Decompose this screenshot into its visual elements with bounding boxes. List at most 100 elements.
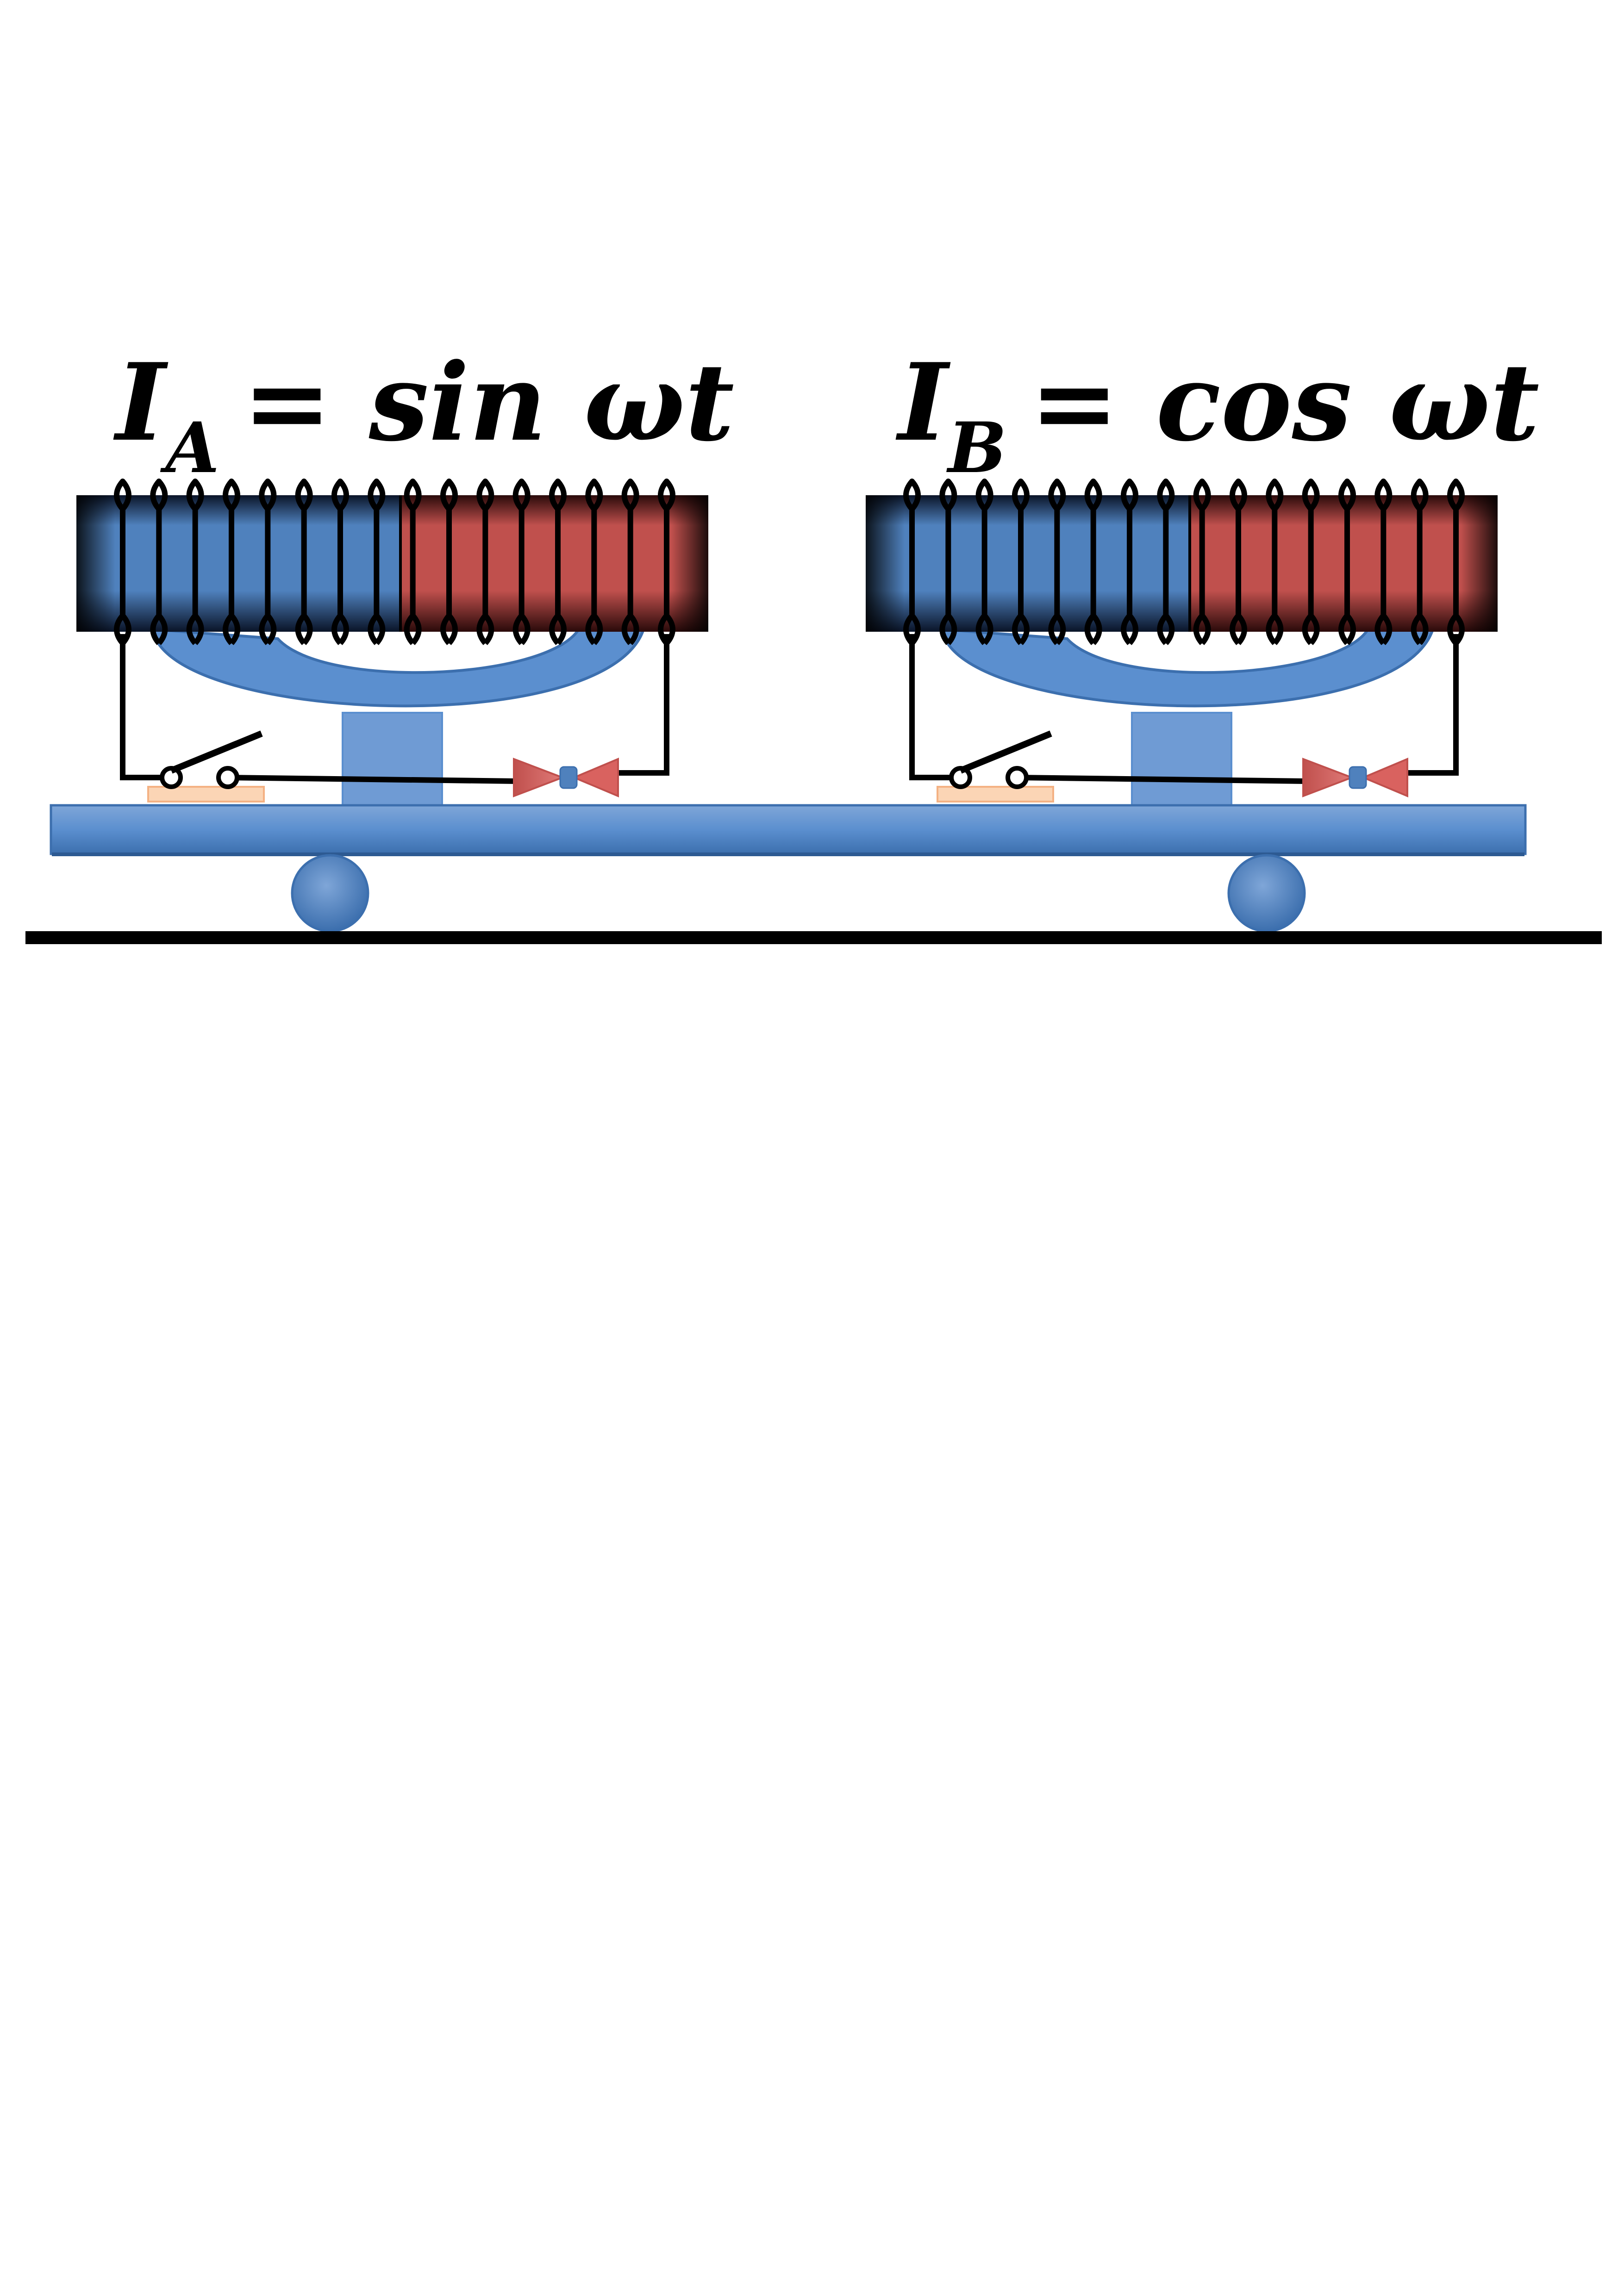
- coil-winding-loop-bottom: [265, 614, 277, 645]
- coil-winding-loop-bottom: [1163, 614, 1175, 645]
- coil-winding-loop-bottom: [592, 614, 603, 645]
- coil-winding-turn: [1374, 479, 1393, 645]
- equation-b-rhs: = cos ωt: [1030, 340, 1539, 465]
- coil-winding-turn: [585, 479, 603, 645]
- electromagnet-unit-b: [866, 479, 1498, 806]
- coil-winding-turn: [1338, 479, 1356, 645]
- coil-winding-loop-bottom: [1199, 614, 1211, 645]
- ground-line: [25, 931, 1602, 944]
- coil-winding-turn: [1084, 479, 1102, 645]
- wheel-right: [1227, 854, 1306, 933]
- coil-winding-turn: [512, 479, 531, 645]
- coil-winding-loop-bottom: [193, 614, 204, 645]
- yoke-stand: [1131, 712, 1232, 806]
- coil-winding-loop-bottom: [156, 614, 168, 645]
- coil-winding-turn: [440, 479, 458, 645]
- coil-winding-loop-bottom: [301, 614, 313, 645]
- u-yoke: [940, 628, 1435, 708]
- coil-winding-turn: [1230, 479, 1247, 645]
- coil-winding-turn: [621, 479, 639, 645]
- coil-windings: [903, 479, 1465, 645]
- switch-lever: [959, 730, 1052, 774]
- equation-b-subscript: B: [946, 407, 1007, 489]
- coil-winding-loop-bottom: [410, 614, 422, 645]
- bowtie-center: [1349, 766, 1367, 789]
- equation-a: IA = sin ωt: [113, 340, 734, 489]
- circuit-wire-bottom: [1017, 775, 1308, 784]
- wheel-left: [291, 854, 369, 933]
- bowtie-left: [513, 758, 565, 797]
- switch-terminal-right: [216, 766, 239, 789]
- coil-winding-turn: [1266, 479, 1284, 645]
- coil-winding-loop-bottom: [1308, 614, 1320, 645]
- equation-a-symbol: I: [113, 340, 169, 465]
- coil-winding-turn: [476, 479, 494, 645]
- circuit-wire-left: [909, 634, 961, 780]
- coil-winding-loop-bottom: [1236, 614, 1247, 645]
- cart-platform: [50, 804, 1527, 855]
- equation-a-subscript: A: [160, 407, 219, 489]
- coil-winding-turn: [295, 479, 313, 645]
- bowtie-center: [559, 766, 578, 789]
- coil-winding-turn: [1302, 479, 1320, 645]
- equation-b: IB = cos ωt: [895, 340, 1539, 489]
- circuit-wire-right: [616, 634, 669, 776]
- coil-winding-turn: [658, 479, 675, 645]
- switch-lever: [170, 730, 263, 774]
- coil-winding-turn: [903, 479, 921, 645]
- electromagnet-unit-a: [76, 479, 708, 806]
- coil-winding-loop-bottom: [229, 614, 240, 645]
- coil-winding-turn: [186, 479, 204, 645]
- coil-winding-loop-bottom: [1345, 614, 1356, 645]
- coil-winding-turn: [1121, 479, 1138, 645]
- coil-winding-loop-bottom: [628, 614, 639, 645]
- coil-winding-loop-bottom: [483, 614, 494, 645]
- coil-winding-loop-bottom: [982, 614, 993, 645]
- coil-winding-turn: [114, 479, 131, 645]
- equation-a-rhs: = sin ωt: [243, 340, 734, 465]
- coil-left-shade: [76, 495, 400, 632]
- coil-winding-turn: [404, 479, 422, 645]
- bowtie-left: [1302, 758, 1355, 797]
- coil-winding-loop-bottom: [1381, 614, 1393, 645]
- coil-winding-turn: [1048, 479, 1066, 645]
- coil-winding-loop-bottom: [1417, 614, 1429, 645]
- coil-winding-turn: [331, 479, 349, 645]
- equation-b-symbol: I: [895, 340, 951, 465]
- coil-winding-turn: [975, 479, 993, 645]
- coil-winding-loop-bottom: [1055, 614, 1066, 645]
- circuit-wire-right: [1405, 634, 1459, 776]
- coil-winding-turn: [259, 479, 277, 645]
- u-yoke: [151, 628, 646, 708]
- coil-winding-loop-bottom: [338, 614, 349, 645]
- coil-winding-turn: [1157, 479, 1175, 645]
- coil-winding-loop-bottom: [1127, 614, 1138, 645]
- coil-winding-turn: [1411, 479, 1429, 645]
- coil-winding-turn: [1193, 479, 1211, 645]
- coil-winding-loop-bottom: [519, 614, 531, 645]
- switch-pad: [937, 786, 1054, 803]
- coil-winding-loop-bottom: [1091, 614, 1102, 645]
- coil-winding-loop-bottom: [374, 614, 386, 645]
- coil-winding-loop-bottom: [946, 614, 957, 645]
- coil-winding-loop-bottom: [1272, 614, 1284, 645]
- bowtie-right: [1361, 757, 1408, 798]
- coil-winding-loop-bottom: [556, 614, 567, 645]
- switch-pad: [147, 786, 265, 803]
- bowtie-right: [571, 757, 619, 798]
- coil-winding-turn: [223, 479, 240, 645]
- coil-winding-turn: [549, 479, 567, 645]
- circuit-wire-left: [120, 634, 171, 780]
- coil-winding-turn: [1447, 479, 1465, 645]
- coil-winding-loop-bottom: [1018, 614, 1030, 645]
- coil-winding-turn: [150, 479, 168, 645]
- coil-winding-turn: [939, 479, 957, 645]
- coil-winding-turn: [368, 479, 386, 645]
- yoke-stand: [342, 712, 443, 806]
- circuit-wire-bottom: [227, 775, 519, 784]
- coil-left-shade: [866, 495, 1190, 632]
- coil-winding-turn: [1012, 479, 1030, 645]
- switch-terminal-right: [1006, 766, 1029, 789]
- coil-winding-loop-bottom: [447, 614, 458, 645]
